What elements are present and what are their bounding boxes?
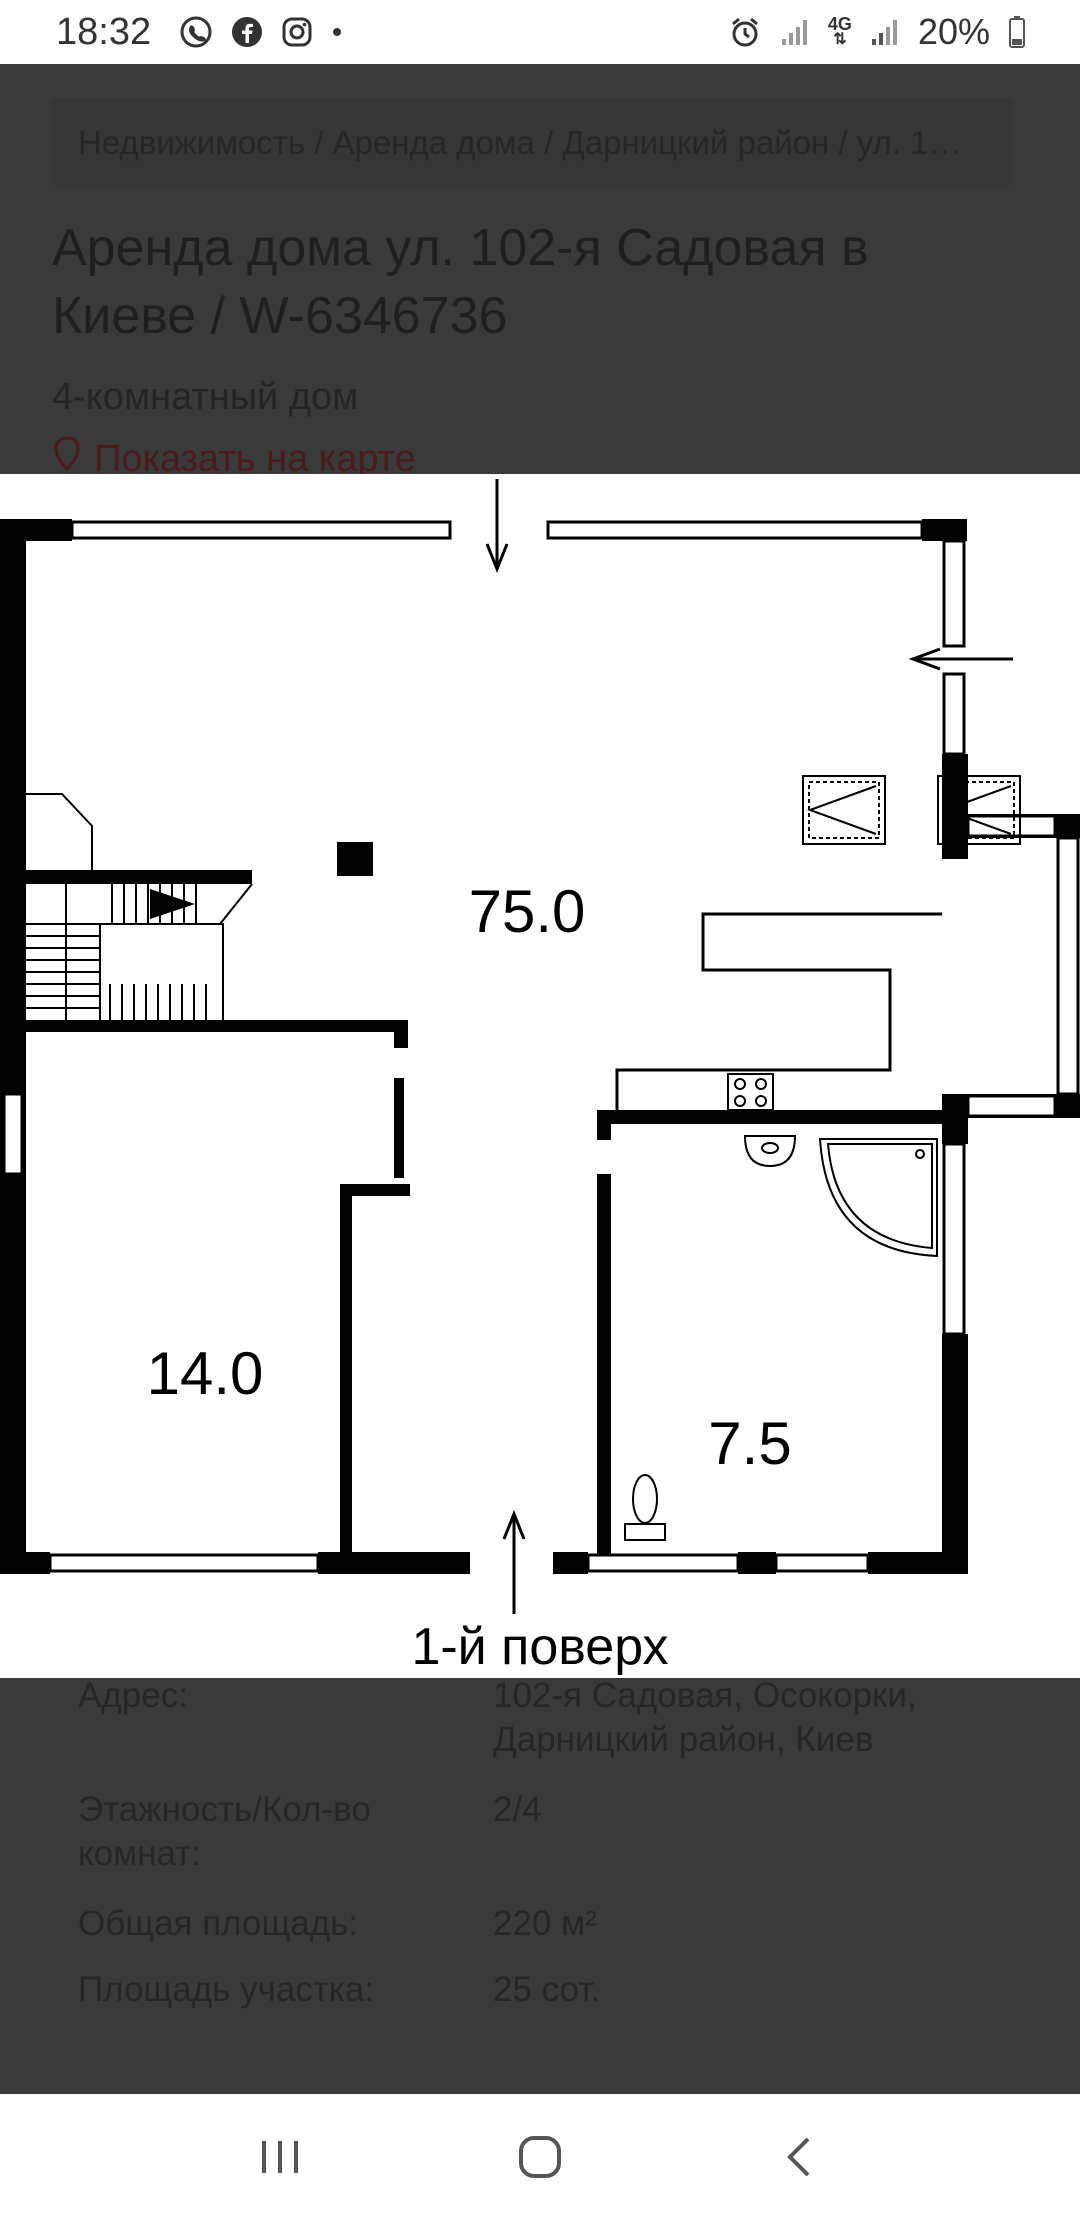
detail-row-plot-area: Площадь участка: 25 сот.: [78, 1968, 1008, 2012]
navigation-bar: [0, 2094, 1080, 2220]
detail-row-address: Адрес: 102-я Садовая, Осокорки, Дарницки…: [78, 1674, 1008, 1762]
instagram-icon: [281, 16, 313, 48]
signal-icon: [780, 17, 810, 47]
viber-icon: [179, 15, 213, 49]
detail-value: 102-я Садовая, Осокорки, Дарницкий район…: [493, 1674, 917, 1762]
address-line1: 102-я Садовая, Осокорки,: [493, 1676, 917, 1715]
network-4g-label: 4G ⇅: [827, 14, 852, 48]
detail-value: 25 сот.: [493, 1970, 601, 2009]
page-title-line2: Киеве / W-6346736: [52, 287, 508, 345]
detail-label: Площадь участка:: [78, 1970, 375, 2009]
facebook-icon: [231, 16, 263, 48]
room-area-main: 75.0: [469, 878, 586, 945]
status-bar: 18:32 4G ⇅ 20%: [0, 0, 1080, 64]
signal-icon-2: [870, 17, 900, 47]
listing-subtitle: 4-комнатный дом: [52, 376, 359, 418]
room-area-bath: 7.5: [708, 1410, 791, 1477]
floorplan-drawing: 75.0 14.0 7.5 1-й поверх: [0, 479, 1080, 1676]
battery-percent: 20%: [917, 11, 990, 52]
floors-label-line2: комнат:: [78, 1834, 202, 1873]
page-title-line1: Аренда дома ул. 102-я Садовая в: [52, 219, 869, 277]
back-icon: [787, 2137, 810, 2177]
address-line2: Дарницкий район, Киев: [493, 1720, 874, 1759]
home-icon: [519, 2136, 561, 2178]
page-title: Аренда дома ул. 102-я Садовая в Киеве / …: [52, 214, 1032, 350]
show-on-map-link[interactable]: Показать на карте: [52, 436, 416, 482]
recent-apps-icon: [262, 2141, 298, 2173]
room-area-left: 14.0: [147, 1340, 264, 1407]
detail-value: 220 м²: [493, 1904, 597, 1943]
detail-label: Адрес:: [78, 1676, 188, 1715]
network-type: 4G: [827, 14, 852, 34]
location-pin-icon: [52, 436, 82, 482]
battery-icon: [1008, 15, 1026, 49]
details-table: Адрес: 102-я Садовая, Осокорки, Дарницки…: [78, 1674, 1008, 2012]
floor-label: 1-й поверх: [411, 1618, 668, 1676]
show-on-map-label: Показать на карте: [94, 437, 416, 480]
alarm-icon: [728, 15, 762, 49]
detail-label: Этажность/Кол-во комнат:: [78, 1788, 493, 1876]
floorplan-image[interactable]: 75.0 14.0 7.5 1-й поверх: [0, 474, 1080, 1678]
detail-label: Общая площадь:: [78, 1904, 359, 1943]
home-button[interactable]: [500, 2117, 580, 2197]
status-time: 18:32: [56, 10, 152, 53]
floors-label-line1: Этажность/Кол-во: [78, 1790, 371, 1829]
back-button[interactable]: [760, 2117, 840, 2197]
detail-row-total-area: Общая площадь: 220 м²: [78, 1902, 1008, 1946]
detail-value: 2/4: [493, 1790, 542, 1829]
detail-row-floors: Этажность/Кол-во комнат: 2/4: [78, 1788, 1008, 1876]
breadcrumb[interactable]: Недвижимость / Аренда дома / Дарницкий р…: [52, 98, 1012, 188]
notification-dot-icon: [331, 26, 343, 38]
recent-apps-button[interactable]: [240, 2117, 320, 2197]
